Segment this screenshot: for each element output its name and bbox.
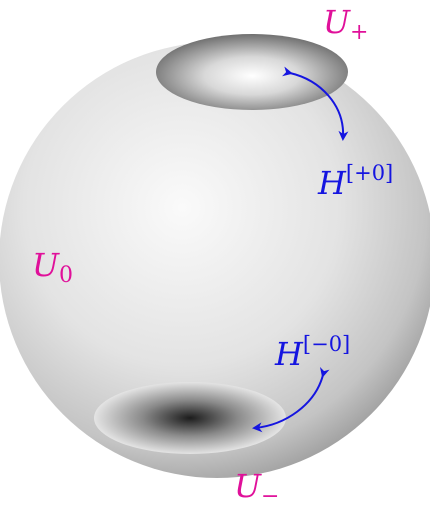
region-u-plus-cap (156, 34, 348, 110)
lower-map-arrow (252, 366, 330, 433)
upper-map-arrow (282, 66, 349, 141)
label-h-minus-zero: H[−0] (274, 332, 350, 373)
label-h-plus-zero: H[+0] (317, 161, 393, 202)
label-u-zero: U0 (32, 246, 73, 288)
label-u-plus: U+ (323, 3, 368, 45)
label-u-minus: U− (234, 467, 279, 508)
region-u-minus-cap (94, 382, 286, 454)
